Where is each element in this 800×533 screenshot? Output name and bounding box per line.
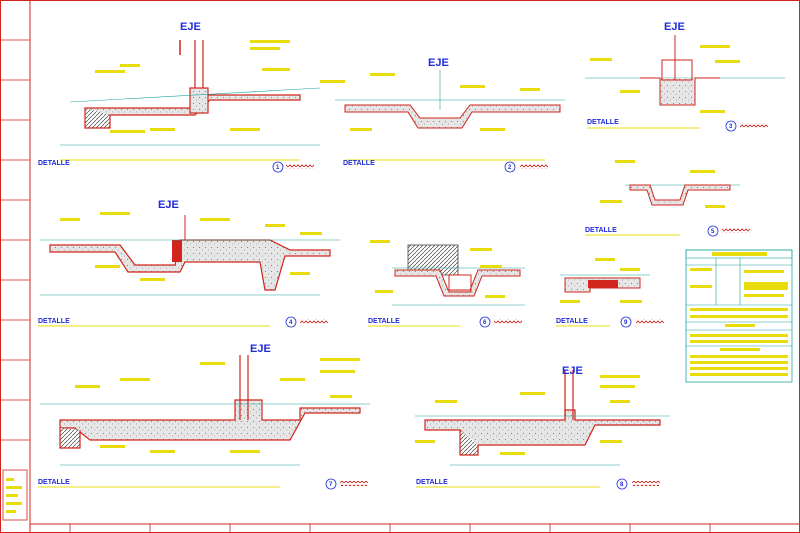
detail-title-4: DETALLE [38, 318, 70, 325]
detail-2: EJE DETALLE 2 [335, 57, 565, 173]
detail-number-2: 2 [508, 165, 512, 171]
detail-title-2: DETALLE [343, 160, 375, 167]
legend-table [685, 249, 793, 383]
detail-8: EJE DETALLE 8 [415, 365, 670, 490]
detail-number-3: 3 [729, 124, 733, 130]
detail-title-9: DETALLE [556, 318, 588, 325]
detail-title-5: DETALLE [585, 227, 617, 234]
eje-label-1: EJE [180, 21, 201, 33]
detail-number-6: 6 [483, 320, 487, 326]
detail-6: DETALLE 6 [368, 240, 525, 328]
detail-1: EJE DETALLE 1 [38, 21, 345, 173]
eje-label-3: EJE [664, 21, 685, 33]
detail-title-1: DETALLE [38, 160, 70, 167]
eje-label-2: EJE [428, 57, 449, 69]
detail-number-7: 7 [329, 482, 333, 488]
detail-4: EJE DETALLE 4 [38, 199, 340, 328]
detail-title-6: DETALLE [368, 318, 400, 325]
margin-ticks [0, 39, 711, 533]
detail-number-4: 4 [289, 320, 293, 326]
title-stamp [2, 469, 28, 521]
detail-title-8: DETALLE [416, 479, 448, 486]
detail-9: DETALLE 9 [556, 258, 664, 328]
detail-title-3: DETALLE [587, 119, 619, 126]
detail-number-9: 9 [624, 320, 628, 326]
eje-label-4: EJE [158, 199, 179, 211]
detail-number-5: 5 [711, 229, 715, 235]
detail-number-1: 1 [276, 165, 280, 171]
detail-5: DETALLE 5 [585, 160, 750, 237]
eje-label-7: EJE [250, 343, 271, 355]
detail-3-top: EJE DETALLE 3 [585, 21, 785, 132]
detail-title-7: DETALLE [38, 479, 70, 486]
detail-number-8: 8 [620, 482, 624, 488]
detail-7: EJE DETALLE 7 [38, 343, 370, 490]
eje-label-8: EJE [562, 365, 583, 377]
